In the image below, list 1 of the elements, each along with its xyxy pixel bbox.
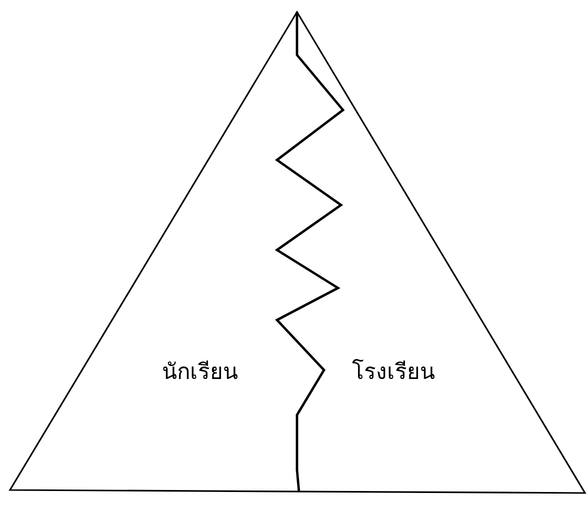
region-label: นักเรียน	[162, 362, 238, 384]
